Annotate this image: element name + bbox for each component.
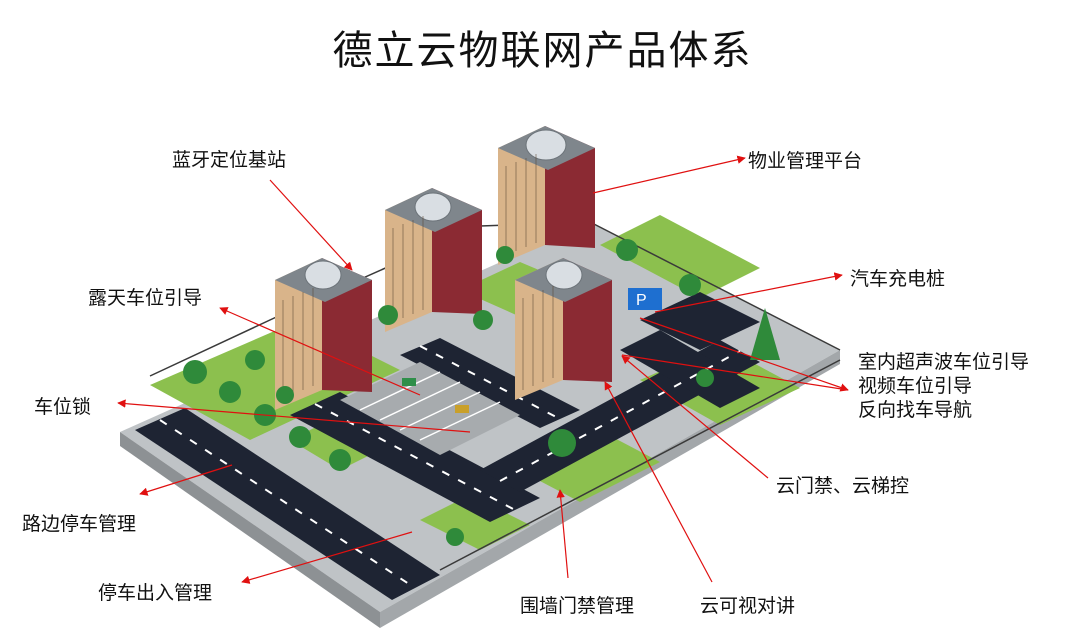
label-cloud-access-elevator: 云门禁、云梯控 [776,475,910,497]
callout-indoor-2 [621,354,849,391]
callout-charging [654,272,843,313]
callout-entry-exit [241,531,413,584]
callout-wall-access [556,489,569,579]
label-parking-lock: 车位锁 [34,396,92,418]
label-parking-entry-exit: 停车出入管理 [98,582,213,604]
callout-cloud-access [621,355,769,479]
label-property-platform: 物业管理平台 [748,150,863,172]
label-wall-access: 围墙门禁管理 [520,595,635,617]
callout-roadside [139,464,233,496]
label-reverse-car-finding: 反向找车导航 [858,399,973,421]
callout-bluetooth [269,179,353,271]
callout-lock [117,399,471,433]
label-bluetooth-beacon: 蓝牙定位基站 [172,149,287,171]
callout-intercom [604,381,713,583]
svg-text:P: P [636,292,647,309]
building-4 [515,258,612,400]
label-outdoor-parking-guidance: 露天车位引导 [88,287,203,309]
building-windows [282,154,554,398]
label-ultrasonic-guidance: 室内超声波车位引导 [858,351,1030,373]
label-ev-charging: 汽车充电桩 [850,268,946,290]
building-2 [385,188,482,332]
page-title: 德立云物联网产品体系 [332,28,753,74]
callout-property [592,155,746,194]
parking-lot [340,362,520,455]
label-video-guidance: 视频车位引导 [858,375,973,397]
parking-sign-icon: P [628,288,662,310]
label-video-intercom: 云可视对讲 [700,595,796,617]
label-indoor-guidance-group: 室内超声波车位引导 视频车位引导 反向找车导航 [858,350,1029,422]
building-3 [498,126,595,265]
callout-outdoor [219,307,421,396]
callout-indoor [639,317,849,392]
callout-lines [117,155,849,584]
label-roadside-parking: 路边停车管理 [22,513,137,535]
trees [183,239,780,546]
building-1 [275,258,372,410]
